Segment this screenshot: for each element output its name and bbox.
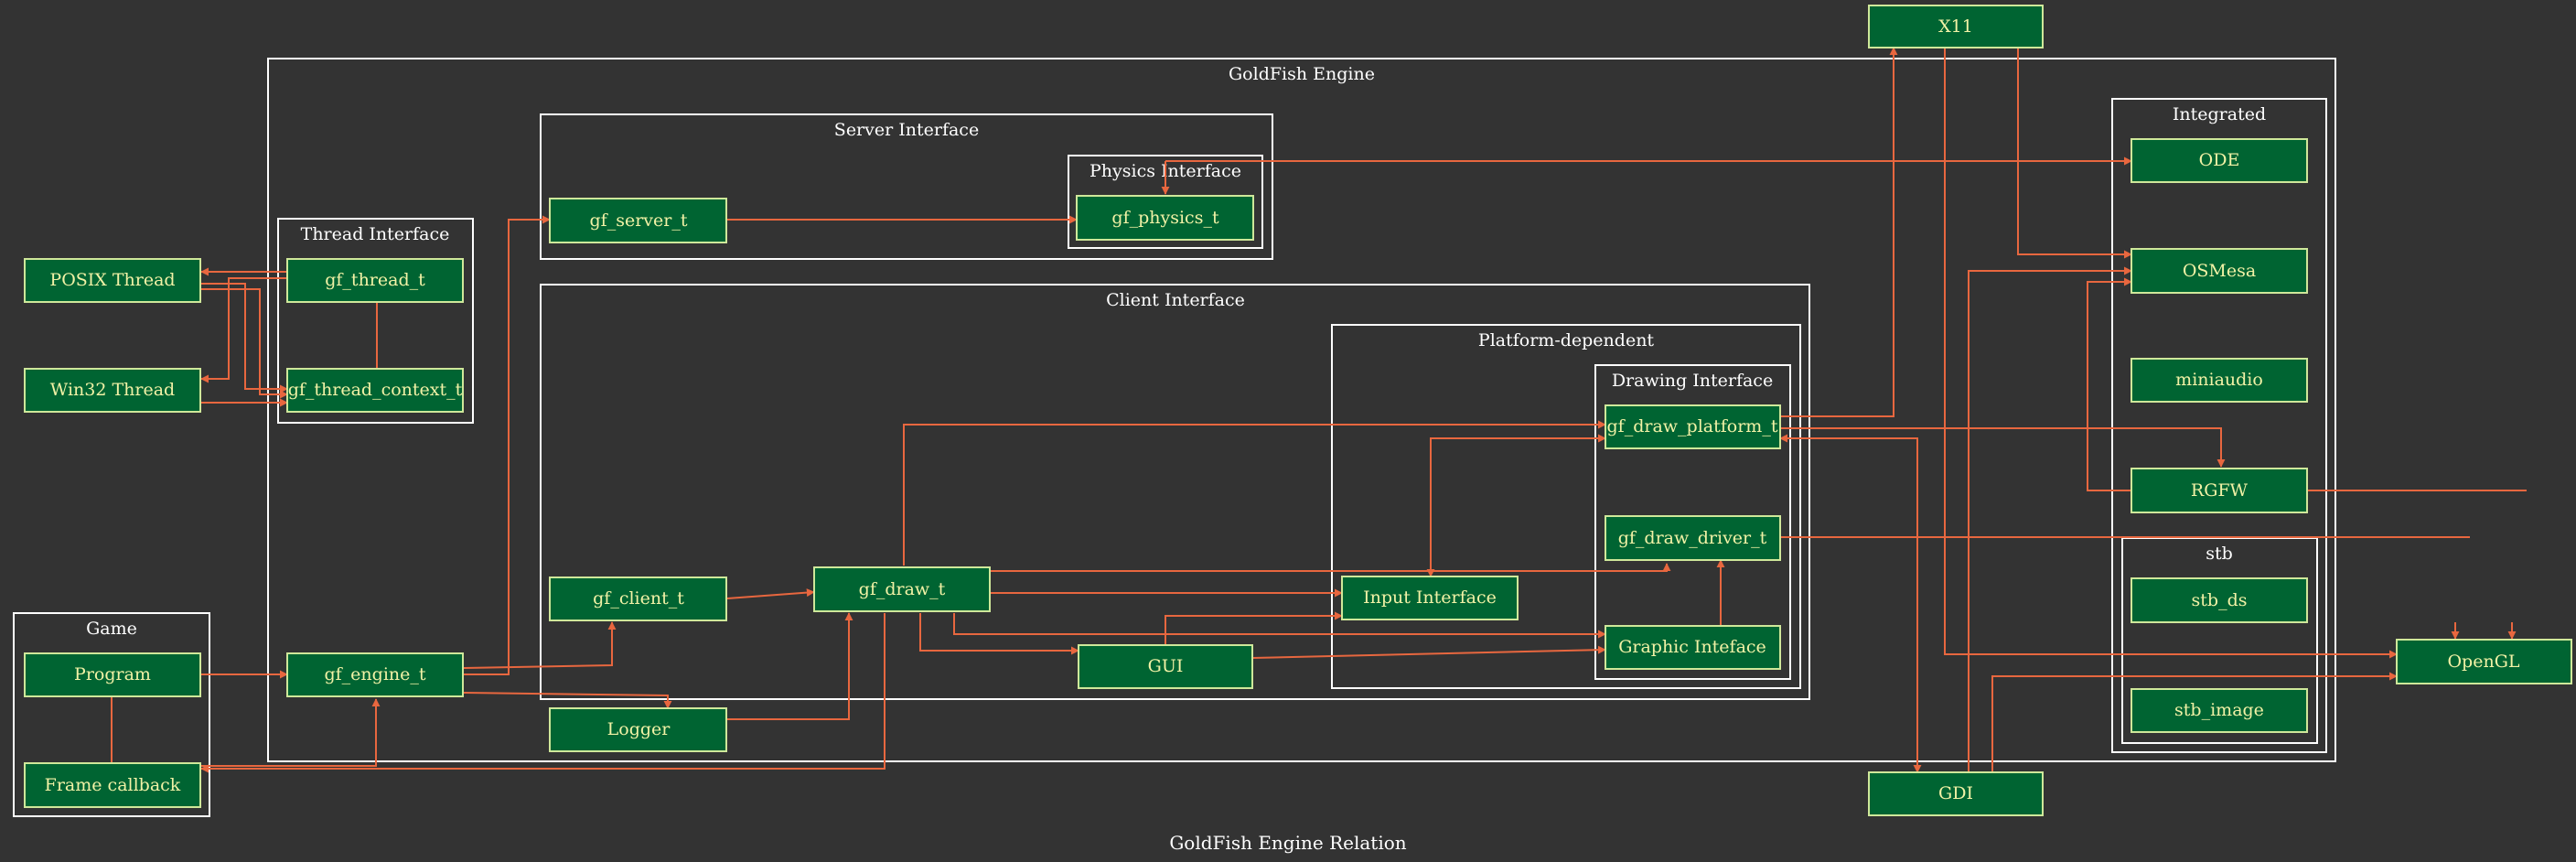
node-label: OpenGL — [2447, 652, 2519, 672]
edge-gui-input — [1165, 611, 1343, 645]
node-label: Program — [74, 664, 151, 684]
node-label: gf_physics_t — [1111, 208, 1219, 228]
edge-logger-draw — [727, 612, 853, 720]
node-gf-engine-t[interactable]: gf_engine_t — [286, 652, 464, 697]
node-stb-ds[interactable]: stb_ds — [2131, 577, 2308, 623]
node-ode[interactable]: ODE — [2131, 138, 2308, 183]
edge-platform-rgfw — [1780, 427, 2226, 468]
cluster-goldfish-engine: GoldFish Engine — [267, 58, 2336, 762]
edge-draw-graphic — [953, 613, 1606, 639]
node-label: GDI — [1938, 783, 1973, 803]
node-gf-server-t[interactable]: gf_server_t — [549, 198, 727, 243]
cluster-label: Integrated — [2173, 104, 2266, 124]
node-label: stb_image — [2174, 700, 2264, 720]
node-gf-draw-t[interactable]: gf_draw_t — [813, 566, 991, 612]
cluster-label: Client Interface — [1106, 290, 1245, 310]
node-gui[interactable]: GUI — [1078, 644, 1253, 689]
node-label: gf_draw_driver_t — [1618, 528, 1767, 548]
node-label: gf_draw_t — [859, 579, 946, 599]
cluster-label: stb — [2206, 544, 2233, 564]
node-label: gf_draw_platform_t — [1607, 416, 1778, 436]
cluster-label: Game — [86, 619, 137, 639]
node-label: gf_thread_t — [325, 270, 425, 290]
node-label: gf_client_t — [593, 588, 684, 609]
node-gf-thread-t[interactable]: gf_thread_t — [286, 258, 464, 303]
edge-draw-gui — [919, 613, 1079, 655]
edge-platform-gdi — [1779, 434, 1922, 773]
node-label: RGFW — [2191, 480, 2249, 501]
node-label: Win32 Thread — [50, 380, 175, 400]
node-gf-thread-context-t[interactable]: gf_thread_context_t — [286, 368, 464, 413]
edge-posix-context — [201, 283, 288, 393]
node-gf-client-t[interactable]: gf_client_t — [549, 576, 727, 621]
cluster-label: Server Interface — [834, 120, 979, 140]
node-label: gf_server_t — [590, 210, 688, 231]
node-gdi[interactable]: GDI — [1868, 771, 2044, 816]
edge-client-draw — [726, 588, 815, 599]
node-gf-draw-driver-t[interactable]: gf_draw_driver_t — [1605, 515, 1781, 561]
edge-rgfw-osmesa — [2087, 277, 2132, 491]
edge-thread-win32 — [200, 277, 287, 383]
cluster-thread-interface: Thread Interface — [277, 218, 474, 424]
node-osmesa[interactable]: OSMesa — [2131, 248, 2308, 294]
cluster-label: Thread Interface — [301, 224, 450, 244]
node-stb-image[interactable]: stb_image — [2131, 688, 2308, 733]
node-gf-physics-t[interactable]: gf_physics_t — [1076, 195, 1254, 241]
node-label: stb_ds — [2192, 590, 2248, 610]
edge-posix-context-2 — [201, 288, 288, 399]
cluster-game: Game — [13, 612, 210, 817]
node-graphic-inteface[interactable]: Graphic Inteface — [1605, 625, 1781, 670]
node-opengl[interactable]: OpenGL — [2396, 639, 2572, 684]
edge-engine-server — [463, 215, 551, 675]
edge-draw-platform — [903, 420, 1606, 566]
cluster-server-interface: Server Interface — [540, 113, 1273, 260]
cluster-label: Platform-dependent — [1478, 330, 1655, 350]
node-input-interface[interactable]: Input Interface — [1341, 576, 1519, 620]
cluster-label: Drawing Interface — [1612, 371, 1773, 391]
node-label: POSIX Thread — [49, 270, 175, 290]
edge-draw-driver — [990, 563, 1671, 572]
node-label: Frame callback — [45, 775, 181, 795]
edge-platform-x11 — [1780, 47, 1898, 417]
node-label: OSMesa — [2183, 261, 2256, 281]
node-label: gf_thread_context_t — [288, 380, 463, 400]
node-x11[interactable]: X11 — [1868, 5, 2044, 48]
node-label: Input Interface — [1363, 587, 1497, 608]
node-posix-thread[interactable]: POSIX Thread — [24, 258, 201, 303]
edge-x11-opengl — [1944, 48, 2398, 659]
node-label: GUI — [1148, 656, 1184, 676]
diagram-title: GoldFish Engine Relation — [1169, 832, 1406, 854]
node-rgfw[interactable]: RGFW — [2131, 468, 2308, 513]
node-label: Logger — [607, 719, 671, 739]
node-label: ODE — [2199, 150, 2240, 170]
node-label: X11 — [1938, 16, 1973, 37]
node-win32-thread[interactable]: Win32 Thread — [24, 368, 201, 413]
edge-gui-graphic — [1251, 645, 1606, 659]
edge-gdi-opengl — [1991, 672, 2398, 772]
edge-frame-engine — [201, 698, 381, 767]
cluster-integrated: Integrated — [2111, 98, 2327, 753]
edges — [111, 47, 2527, 773]
node-program[interactable]: Program — [24, 652, 201, 697]
node-gf-draw-platform-t[interactable]: gf_draw_platform_t — [1605, 404, 1781, 449]
node-frame-callback[interactable]: Frame callback — [24, 762, 201, 808]
edge-input-platform — [1426, 434, 1606, 577]
edge-engine-logger — [462, 692, 672, 709]
node-miniaudio[interactable]: miniaudio — [2131, 358, 2308, 403]
node-label: Graphic Inteface — [1618, 637, 1766, 657]
edge-x11-osmesa — [2017, 48, 2132, 259]
node-label: gf_engine_t — [324, 664, 425, 684]
edge-gdi-osmesa — [1968, 266, 2132, 772]
node-logger[interactable]: Logger — [549, 707, 727, 752]
node-label: miniaudio — [2175, 370, 2263, 390]
cluster-label: GoldFish Engine — [1229, 64, 1375, 84]
edge-draw-frame — [200, 613, 886, 773]
edge-engine-client — [462, 621, 617, 669]
